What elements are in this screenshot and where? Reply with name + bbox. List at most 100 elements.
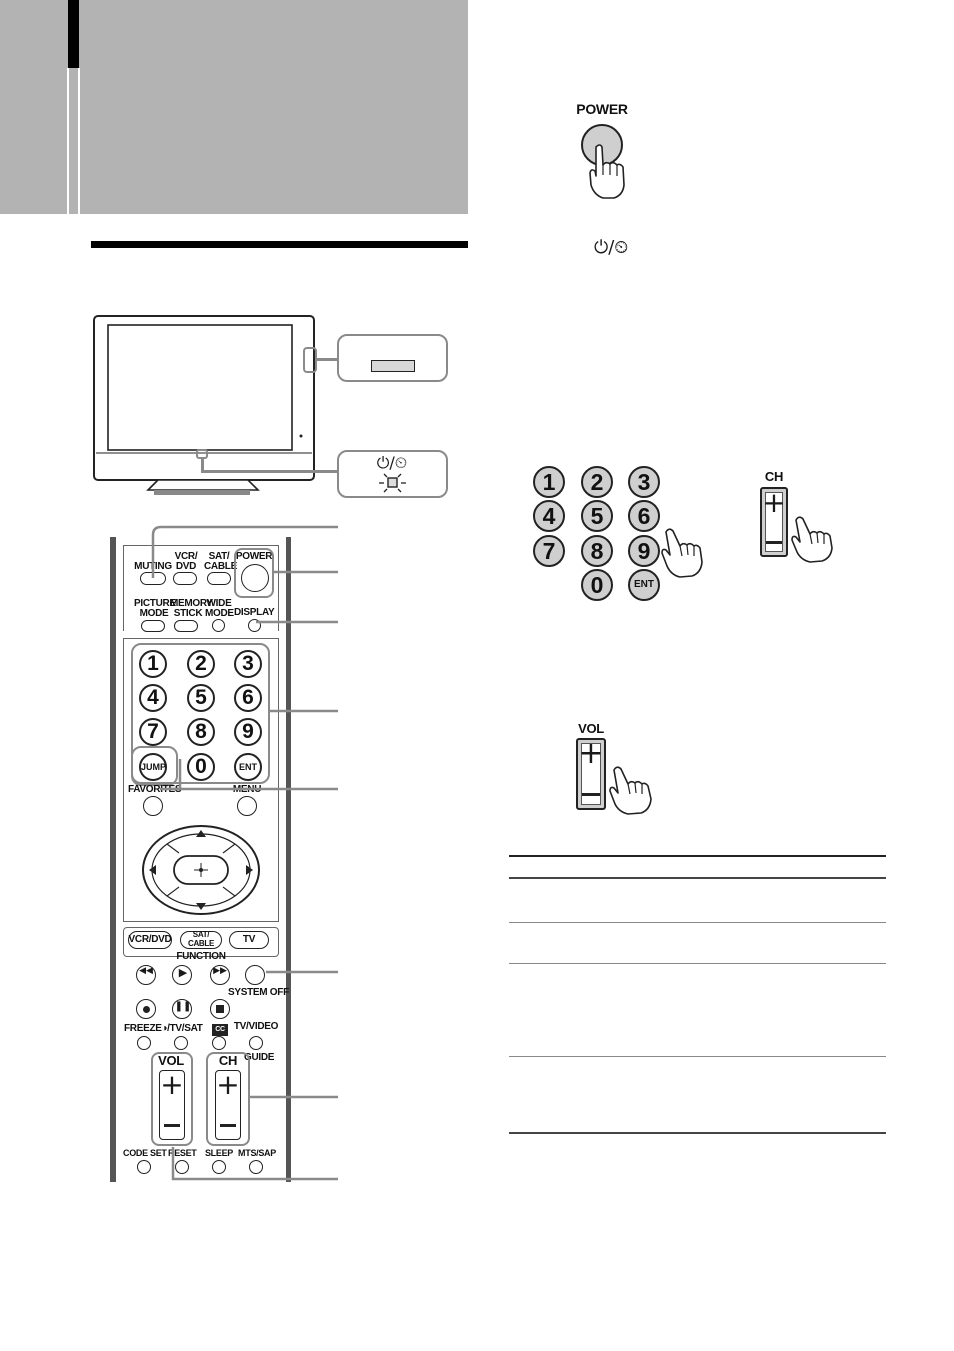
- cc-label: CC: [212, 1024, 228, 1036]
- header-line-white-2: [78, 68, 80, 214]
- keypad-digit-0[interactable]: 0: [581, 569, 613, 601]
- tv-video-button[interactable]: [249, 1036, 263, 1050]
- power-button-title: POWER: [576, 101, 628, 117]
- standby-symbol-text: ⏻/⏲: [594, 237, 629, 258]
- tv-illustration: [93, 315, 315, 495]
- remote-digit-2[interactable]: 2: [187, 650, 215, 678]
- function-sat-cable-button[interactable]: [180, 931, 222, 949]
- fast-forward-button[interactable]: [210, 965, 230, 985]
- remote-ch-label: CH: [218, 1053, 238, 1068]
- wide-mode-label: WIDE MODE: [205, 598, 234, 619]
- reset-button[interactable]: [175, 1160, 189, 1174]
- remote-digit-8[interactable]: 8: [187, 718, 215, 746]
- freeze-button[interactable]: [137, 1036, 151, 1050]
- memory-stick-button[interactable]: [174, 620, 198, 632]
- keypad-hand-icon: [661, 528, 703, 578]
- power-highlight: [234, 548, 274, 598]
- function-panel: [123, 927, 279, 957]
- function-sat-cable-label: SAT/ CABLE: [187, 930, 215, 948]
- reset-label: RESET: [168, 1148, 197, 1158]
- remote-digit-4[interactable]: 4: [139, 684, 167, 712]
- fast-forward-icon: ▶▶: [213, 966, 227, 976]
- picture-mode-button[interactable]: [141, 620, 165, 632]
- favorites-button[interactable]: [143, 796, 163, 816]
- keypad-ent-button[interactable]: ENT: [628, 569, 660, 601]
- ch-rocker-label: CH: [764, 469, 784, 484]
- remote-vol-rocker[interactable]: [159, 1070, 185, 1140]
- header-tab-black: [68, 0, 79, 68]
- pause-button[interactable]: [172, 999, 192, 1019]
- keypad-digit-8[interactable]: 8: [581, 535, 613, 567]
- rewind-button[interactable]: [136, 965, 156, 985]
- keypad-digit-5[interactable]: 5: [581, 500, 613, 532]
- standby-led-icon: [379, 473, 406, 493]
- system-off-button[interactable]: [245, 965, 265, 985]
- tv-sat-button[interactable]: [174, 1036, 188, 1050]
- play-icon: ▶: [178, 966, 188, 979]
- pointing-hand-icon: [589, 144, 625, 199]
- vol-hand-icon: [609, 766, 652, 815]
- remote-digit-3[interactable]: 3: [234, 650, 262, 678]
- code-set-label: CODE SET: [123, 1148, 167, 1158]
- tv-indicator-leader-v: [201, 458, 204, 472]
- remote-digit-0[interactable]: 0: [187, 753, 215, 781]
- mts-sap-label: MTS/SAP: [238, 1148, 276, 1158]
- navigation-pad[interactable]: [140, 823, 262, 917]
- remote-vol-highlight: [151, 1052, 193, 1146]
- sleep-label: SLEEP: [204, 1148, 233, 1158]
- mts-sap-button[interactable]: [249, 1160, 263, 1174]
- power-button[interactable]: [241, 564, 269, 592]
- pause-icon: ❚❚: [174, 1001, 192, 1012]
- section-rule: [91, 241, 468, 248]
- remote-vol-label: VOL: [158, 1053, 184, 1068]
- keypad-digit-3[interactable]: 3: [628, 466, 660, 498]
- table-rule-row-3: [509, 1056, 886, 1057]
- vol-rocker-label: VOL: [578, 721, 604, 736]
- keypad-digit-6[interactable]: 6: [628, 500, 660, 532]
- keypad-digit-7[interactable]: 7: [533, 535, 565, 567]
- wide-mode-button[interactable]: [212, 619, 225, 632]
- remote-digit-6[interactable]: 6: [234, 684, 262, 712]
- remote-ch-rocker[interactable]: [215, 1070, 241, 1140]
- ent-button[interactable]: ENT: [234, 753, 262, 781]
- jump-highlight: [131, 746, 178, 786]
- table-rule-header: [509, 877, 886, 879]
- remote-digit-7[interactable]: 7: [139, 718, 167, 746]
- stop-icon: [216, 1005, 224, 1013]
- sleep-button[interactable]: [212, 1160, 226, 1174]
- digits-highlight: [131, 643, 270, 784]
- record-icon: [143, 1006, 150, 1013]
- keypad-digit-9[interactable]: 9: [628, 535, 660, 567]
- keypad-digit-2[interactable]: 2: [581, 466, 613, 498]
- remote-ch-plus-icon: +: [216, 1068, 240, 1101]
- sat-cable-label: SAT/ CABLE: [204, 551, 237, 572]
- function-vcr-dvd-label: VCR/DVD: [128, 934, 172, 945]
- tv-side-callout: [337, 334, 448, 382]
- ch-rocker-inner: [765, 492, 783, 552]
- favorites-label: FAVORITES: [128, 784, 182, 795]
- function-vcr-dvd-button[interactable]: [128, 931, 172, 949]
- tv-indicator-leader-h: [201, 470, 339, 473]
- rewind-icon: ◀◀: [139, 966, 153, 976]
- header-line-white-1: [67, 68, 69, 214]
- sat-cable-button[interactable]: [207, 572, 231, 585]
- code-set-button[interactable]: [137, 1160, 151, 1174]
- keypad-digit-1[interactable]: 1: [533, 466, 565, 498]
- function-tv-button[interactable]: [229, 931, 269, 949]
- side-button-slot: [371, 360, 415, 372]
- cc-button[interactable]: [212, 1036, 226, 1050]
- play-button[interactable]: [172, 965, 192, 985]
- remote-digit-1[interactable]: 1: [139, 650, 167, 678]
- table-rule-top: [509, 855, 886, 857]
- vol-rocker-inner: [581, 743, 601, 805]
- remote-digit-9[interactable]: 9: [234, 718, 262, 746]
- remote-digit-5[interactable]: 5: [187, 684, 215, 712]
- remote-side-strip-right: [286, 537, 291, 1182]
- remote-ch-minus-icon: [220, 1124, 236, 1127]
- keypad-digit-4[interactable]: 4: [533, 500, 565, 532]
- menu-button[interactable]: [237, 796, 257, 816]
- standby-symbol: ⏻/⏲: [376, 453, 408, 472]
- vcr-dvd-button[interactable]: [173, 572, 197, 585]
- jump-button[interactable]: JUMP: [139, 753, 167, 781]
- table-rule-row-2: [509, 963, 886, 964]
